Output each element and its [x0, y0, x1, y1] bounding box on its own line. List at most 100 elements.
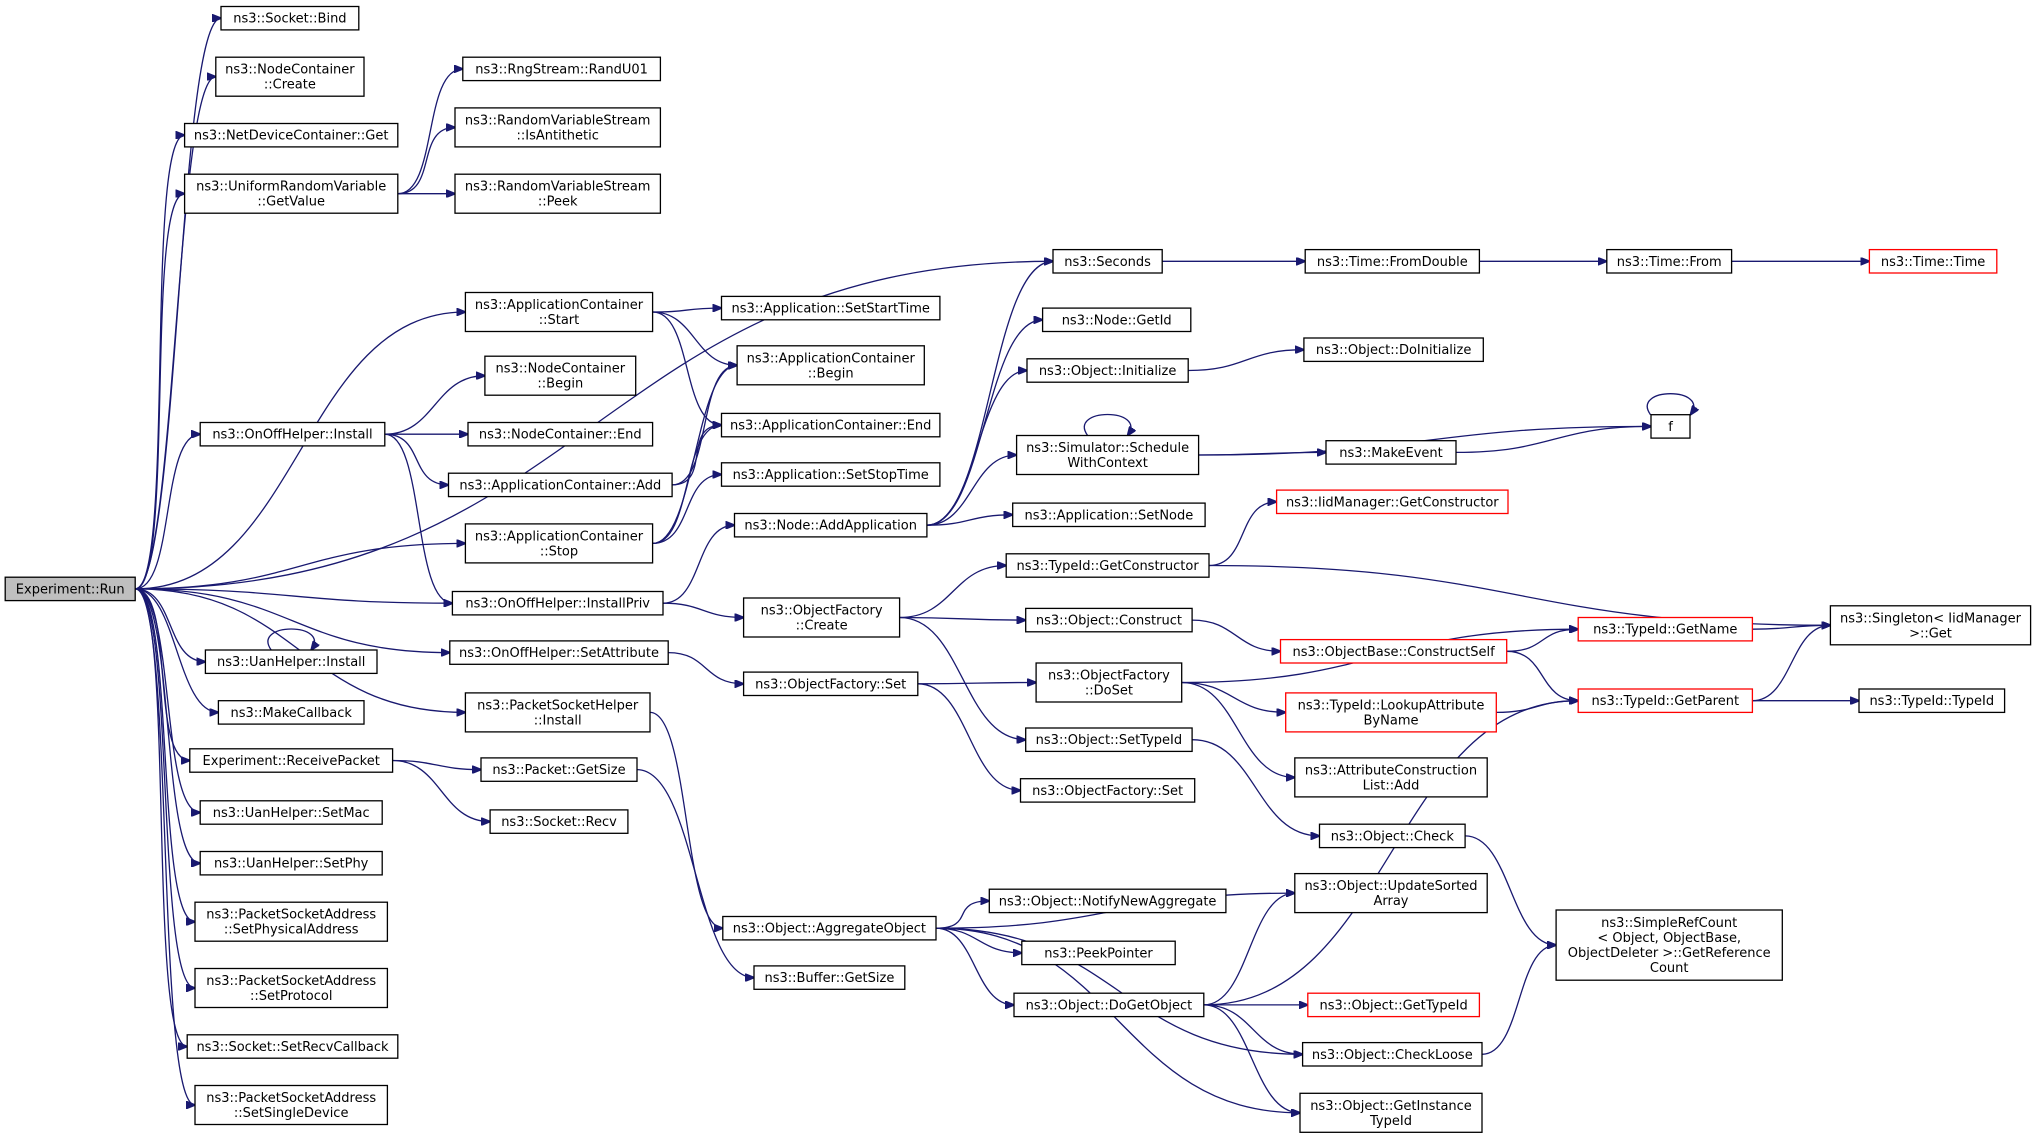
node-box[interactable] [1299, 1092, 1483, 1133]
node-of_create[interactable]: ns3::ObjectFactory::Create [742, 597, 901, 638]
node-box[interactable] [736, 345, 925, 386]
node-ac_begin[interactable]: ns3::ApplicationContainer::Begin [736, 345, 925, 386]
node-typeid_typeid[interactable]: ns3::TypeId::TypeId [1858, 688, 2006, 714]
node-buf_getsize[interactable]: ns3::Buffer::GetSize [753, 965, 906, 990]
node-typeid_getctor[interactable]: ns3::TypeId::GetConstructor [1005, 553, 1210, 578]
node-obj_settypeid[interactable]: ns3::Object::SetTypeId [1025, 727, 1193, 753]
node-box[interactable] [1279, 638, 1508, 664]
node-box[interactable] [1021, 940, 1176, 966]
node-typeid_getname[interactable]: ns3::TypeId::GetName [1577, 616, 1754, 642]
node-box[interactable] [742, 671, 919, 697]
node-makecallback[interactable]: ns3::MakeCallback [217, 700, 365, 725]
node-box[interactable] [204, 649, 378, 675]
node-box[interactable] [462, 56, 662, 82]
node-singleton_get[interactable]: ns3::Singleton< IidManager >::Get [1829, 605, 2032, 646]
node-run[interactable]: Experiment::Run [4, 576, 136, 602]
node-box[interactable] [1307, 992, 1481, 1018]
node-nc_end[interactable]: ns3::NodeContainer::End [467, 421, 654, 447]
node-node_addapp[interactable]: ns3::Node::AddApplication [733, 512, 928, 538]
node-box[interactable] [1325, 440, 1457, 465]
node-seconds[interactable]: ns3::Seconds [1052, 248, 1163, 274]
node-peekpointer[interactable]: ns3::PeekPointer [1021, 940, 1176, 966]
node-box[interactable] [464, 692, 651, 733]
node-nc_begin[interactable]: ns3::NodeContainer::Begin [484, 355, 637, 396]
node-isantithetic[interactable]: ns3::RandomVariableStream::IsAntithetic [454, 107, 662, 148]
node-time_from[interactable]: ns3::Time::From [1606, 248, 1733, 274]
node-box[interactable] [194, 901, 389, 942]
node-box[interactable] [1025, 607, 1193, 633]
node-ac_stop[interactable]: ns3::ApplicationContainer::Stop [464, 523, 654, 564]
node-box[interactable] [215, 56, 365, 97]
node-obj_doinit[interactable]: ns3::Object::DoInitialize [1303, 337, 1484, 363]
node-typeid_getparent[interactable]: ns3::TypeId::GetParent [1577, 688, 1754, 714]
node-sock_recv[interactable]: ns3::Socket::Recv [489, 809, 629, 834]
node-box[interactable] [1041, 307, 1192, 333]
node-sock_setrecvcb[interactable]: ns3::Socket::SetRecvCallback [186, 1034, 399, 1059]
node-box[interactable] [217, 700, 365, 725]
node-box[interactable] [454, 173, 662, 214]
node-onoff_install[interactable]: ns3::OnOffHelper::Install [199, 421, 386, 447]
node-box[interactable] [1294, 872, 1488, 914]
node-iid_getctor[interactable]: ns3::IidManager::GetConstructor [1275, 489, 1509, 515]
node-bind[interactable]: ns3::Socket::Bind [220, 5, 360, 31]
node-box[interactable] [1577, 616, 1754, 642]
node-box[interactable] [186, 1034, 399, 1059]
node-box[interactable] [451, 590, 664, 616]
node-box[interactable] [1012, 502, 1206, 528]
node-onoff_setattr[interactable]: ns3::OnOffHelper::SetAttribute [449, 640, 669, 665]
node-box[interactable] [1019, 778, 1196, 803]
node-psh_install[interactable]: ns3::PacketSocketHelper::Install [464, 692, 651, 733]
node-uan_install[interactable]: ns3::UanHelper::Install [204, 649, 378, 675]
node-box[interactable] [447, 472, 673, 498]
node-box[interactable] [467, 421, 654, 447]
node-box[interactable] [454, 107, 662, 148]
node-box[interactable] [464, 291, 654, 333]
node-of_set[interactable]: ns3::ObjectFactory::Set [742, 671, 919, 697]
node-box[interactable] [1555, 909, 1783, 981]
node-box[interactable] [183, 122, 399, 148]
node-obj_gettypeid[interactable]: ns3::Object::GetTypeId [1307, 992, 1481, 1018]
node-box[interactable] [1275, 489, 1509, 515]
node-box[interactable] [1606, 248, 1733, 274]
node-box[interactable] [722, 915, 937, 941]
node-node_getid[interactable]: ns3::Node::GetId [1041, 307, 1192, 333]
node-box[interactable] [183, 173, 399, 214]
node-ac_end[interactable]: ns3::ApplicationContainer::End [720, 412, 941, 438]
node-box[interactable] [489, 809, 629, 834]
node-box[interactable] [1013, 992, 1205, 1018]
node-box[interactable] [1026, 358, 1189, 383]
node-box[interactable] [1868, 248, 1998, 274]
node-box[interactable] [199, 800, 383, 825]
node-psa_setphys[interactable]: ns3::PacketSocketAddress::SetPhysicalAdd… [194, 901, 389, 942]
node-peek[interactable]: ns3::RandomVariableStream::Peek [454, 173, 662, 214]
node-makeevent[interactable]: ns3::MakeEvent [1325, 440, 1457, 465]
node-box[interactable] [1025, 727, 1193, 753]
node-app_setstop[interactable]: ns3::Application::SetStopTime [720, 462, 941, 487]
node-app_setstart[interactable]: ns3::Application::SetStartTime [720, 295, 941, 321]
node-box[interactable] [194, 967, 389, 1009]
node-box[interactable] [720, 462, 941, 487]
node-fromdouble[interactable]: ns3::Time::FromDouble [1304, 248, 1481, 274]
node-obj_notify[interactable]: ns3::Object::NotifyNewAggregate [988, 888, 1227, 914]
node-app_setnode[interactable]: ns3::Application::SetNode [1012, 502, 1206, 528]
node-box[interactable] [1294, 757, 1488, 798]
node-uan_setmac[interactable]: ns3::UanHelper::SetMac [199, 800, 383, 825]
node-ob_constructself[interactable]: ns3::ObjectBase::ConstructSelf [1279, 638, 1508, 664]
node-box[interactable] [4, 576, 136, 602]
node-box[interactable] [720, 412, 941, 438]
node-box[interactable] [1005, 553, 1210, 578]
node-onoff_installpriv[interactable]: ns3::OnOffHelper::InstallPriv [451, 590, 664, 616]
node-ndc_get[interactable]: ns3::NetDeviceContainer::Get [183, 122, 399, 148]
node-obj_checkloose[interactable]: ns3::Object::CheckLoose [1301, 1041, 1483, 1067]
node-obj_construct[interactable]: ns3::Object::Construct [1025, 607, 1193, 633]
node-box[interactable] [1301, 1041, 1483, 1067]
node-box[interactable] [1052, 248, 1163, 274]
node-psa_setsingle[interactable]: ns3::PacketSocketAddress::SetSingleDevic… [194, 1084, 389, 1126]
node-box[interactable] [720, 295, 941, 321]
node-simplerefcount[interactable]: ns3::SimpleRefCount< Object, ObjectBase,… [1555, 909, 1783, 981]
